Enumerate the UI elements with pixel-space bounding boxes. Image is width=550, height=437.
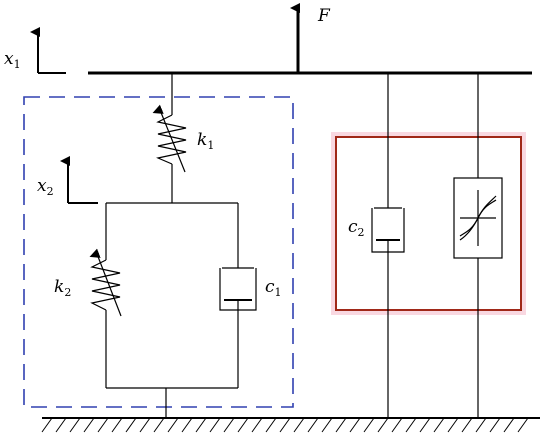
- ground-hatch-line: [181, 417, 193, 433]
- inner-bottom-bar: [106, 387, 238, 418]
- nonlinear-branch-box: [335, 136, 522, 311]
- ground-hatch-line: [237, 417, 249, 433]
- ground-hatch-line: [489, 417, 501, 433]
- x2-displacement-arrow: [60, 156, 98, 204]
- ground-hatch-line: [293, 417, 305, 433]
- ground-hatch-line: [503, 417, 515, 433]
- ground-hatch-line: [55, 417, 67, 433]
- ground-hatch-line: [97, 417, 109, 433]
- c1-label: c1: [265, 277, 282, 299]
- dashed-subsystem-box: [23, 96, 294, 408]
- spring-k1: [156, 73, 187, 203]
- ground-hatch-line: [153, 417, 165, 433]
- damper-c1: [219, 203, 257, 388]
- ground-hatch-line: [447, 417, 459, 433]
- k2-label: k2: [54, 277, 71, 299]
- ground-hatch-line: [167, 417, 179, 433]
- x1-label: x1: [4, 49, 21, 71]
- ground-hatch-line: [139, 417, 151, 433]
- ground-hatch-line: [517, 417, 529, 433]
- ground-hatch-line: [363, 417, 375, 433]
- ground-hatch-line: [279, 417, 291, 433]
- ground-hatch-line: [377, 417, 389, 433]
- ground-hatch-line: [433, 417, 445, 433]
- ground-hatch-line: [125, 417, 137, 433]
- ground-hatch-line: [209, 417, 221, 433]
- ground-hatch-line: [41, 417, 53, 433]
- ground-hatch-line: [195, 417, 207, 433]
- ground-hatch-line: [69, 417, 81, 433]
- ground-hatching: [41, 417, 529, 433]
- spring-k2: [90, 203, 121, 388]
- k1-label: k1: [197, 130, 214, 152]
- ground-hatch-line: [405, 417, 417, 433]
- ground-hatch-line: [391, 417, 403, 433]
- ground-hatch-line: [111, 417, 123, 433]
- ground-hatch-line: [223, 417, 235, 433]
- ground-hatch-line: [475, 417, 487, 433]
- x2-label: x2: [37, 176, 54, 198]
- ground-hatch-line: [461, 417, 473, 433]
- ground-hatch-line: [265, 417, 277, 433]
- red-box-glow: [331, 132, 526, 315]
- damper-c2: [371, 73, 405, 418]
- force-label: F: [317, 6, 331, 26]
- c2-label: c2: [348, 217, 365, 239]
- k1-variable-arrow: [152, 104, 186, 173]
- ground-hatch-line: [419, 417, 431, 433]
- hysteresis-curve-icon: [459, 190, 497, 246]
- ground-hatch-line: [335, 417, 347, 433]
- ground-hatch-line: [307, 417, 319, 433]
- ground-hatch-line: [321, 417, 333, 433]
- ground-hatch-line: [83, 417, 95, 433]
- ground-hatch-line: [251, 417, 263, 433]
- k2-variable-arrow: [89, 248, 122, 317]
- nonlinear-element: [453, 73, 503, 418]
- ground-hatch-line: [349, 417, 361, 433]
